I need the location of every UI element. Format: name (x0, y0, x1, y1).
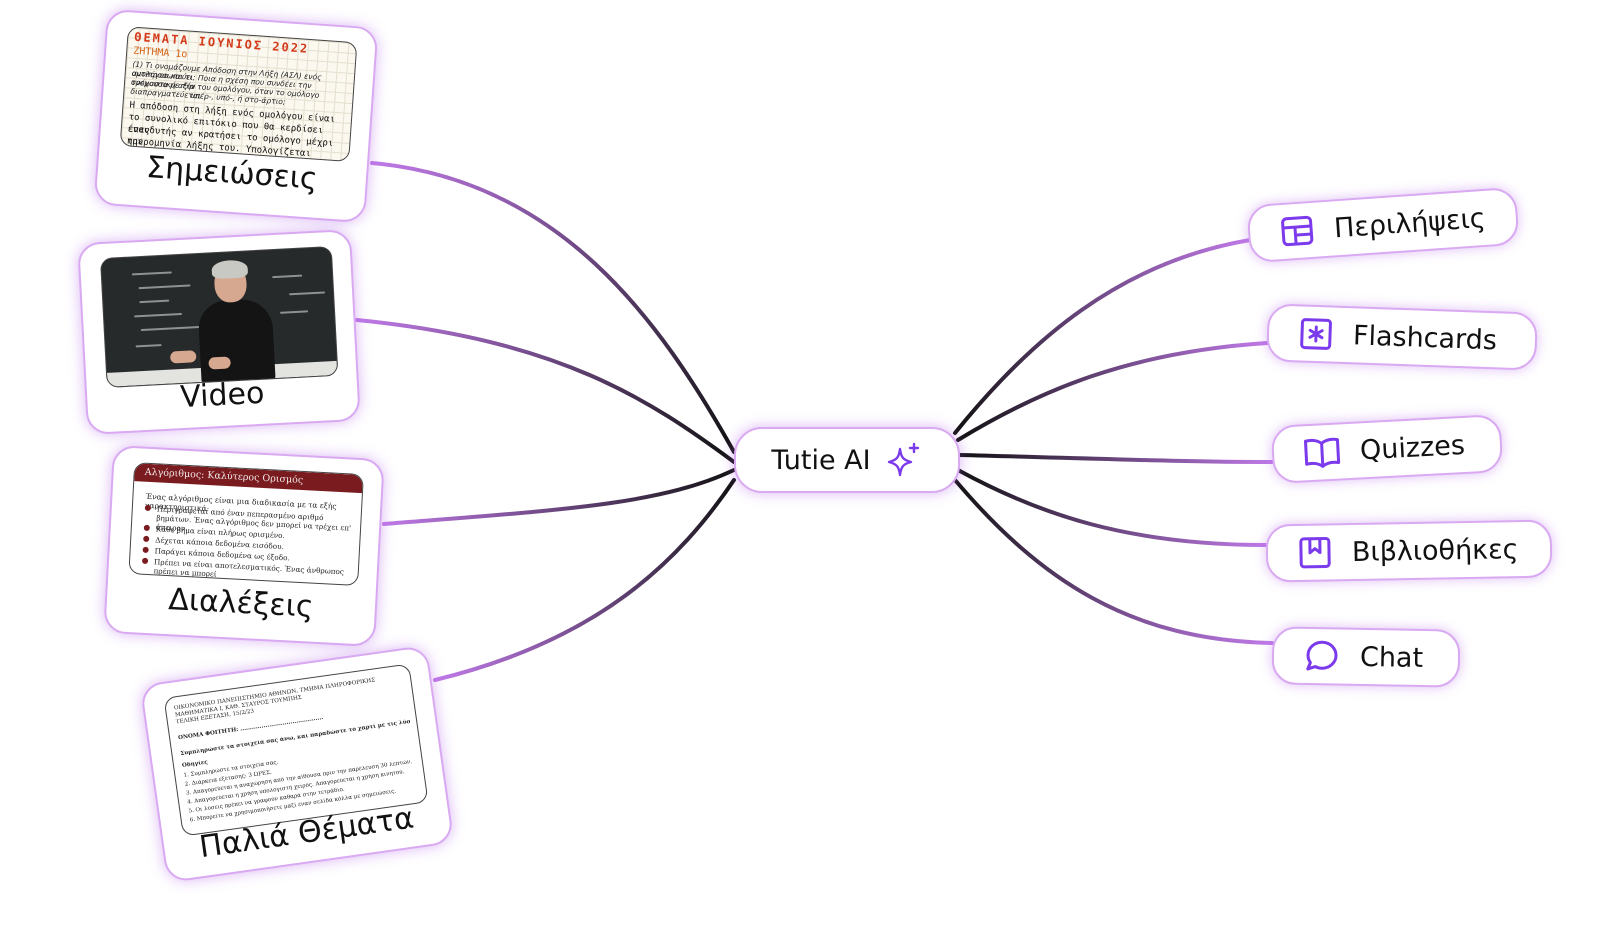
video-thumbnail (99, 245, 339, 388)
link-video (355, 318, 736, 464)
feature-label: Chat (1359, 641, 1424, 674)
lecture-thumbnail: Αλγόριθμος: Καλύτερος Ορισμός Ένας αλγόρ… (128, 462, 364, 587)
source-card-notes[interactable]: ΘΕΜΑΤΑ ΙΟΥΝΙΟΣ 2022 ΖΗΤΗΜΑ 1ο (1) Τι ονο… (93, 8, 379, 224)
flashcard-asterisk-icon (1300, 318, 1332, 350)
link-summaries (953, 238, 1252, 435)
center-label: Tutie AI (771, 444, 871, 476)
feature-label: Περιλήψεις (1333, 202, 1487, 244)
summary-layout-icon (1281, 215, 1314, 247)
notes-subtitle: ΖΗΤΗΜΑ 1ο (132, 45, 188, 61)
link-quizzes (958, 453, 1274, 464)
link-libraries (956, 468, 1268, 547)
link-notes (370, 161, 736, 454)
link-lectures (382, 468, 736, 526)
source-card-old-exams[interactable]: ΟΙΚΟΝΟΜΙΚΟ ΠΑΝΕΠΙΣΤΗΜΙΟ ΑΘΗΝΩΝ, ΤΜΗΜΑ ΠΛ… (139, 644, 455, 884)
tutie-ai-node[interactable]: Tutie AI (734, 427, 960, 493)
feature-quizzes[interactable]: Quizzes (1270, 414, 1504, 484)
chat-bubble-icon (1306, 640, 1338, 671)
feature-flashcards[interactable]: Flashcards (1266, 303, 1538, 371)
sparkle-icon (887, 442, 919, 477)
feature-label: Flashcards (1352, 319, 1498, 356)
feature-label: Quizzes (1359, 429, 1466, 466)
open-book-icon (1303, 437, 1341, 468)
notes-thumbnail: ΘΕΜΑΤΑ ΙΟΥΝΙΟΣ 2022 ΖΗΤΗΜΑ 1ο (1) Τι ονο… (119, 26, 358, 162)
lecture-title: Αλγόριθμος: Καλύτερος Ορισμός (134, 463, 363, 494)
link-flashcards (956, 341, 1269, 442)
source-label-lectures: Διαλέξεις (167, 582, 315, 625)
link-old-exams (433, 478, 736, 682)
feature-summaries[interactable]: Περιλήψεις (1246, 186, 1520, 264)
link-chat (953, 478, 1274, 645)
feature-label: Βιβλιοθήκες (1351, 533, 1519, 568)
source-card-lectures[interactable]: Αλγόριθμος: Καλύτερος Ορισμός Ένας αλγόρ… (103, 445, 385, 647)
feature-libraries[interactable]: Βιβλιοθήκες (1265, 519, 1553, 583)
bookmark-icon (1299, 536, 1331, 569)
feature-chat[interactable]: Chat (1271, 626, 1461, 688)
source-card-video[interactable]: Video (77, 228, 361, 436)
